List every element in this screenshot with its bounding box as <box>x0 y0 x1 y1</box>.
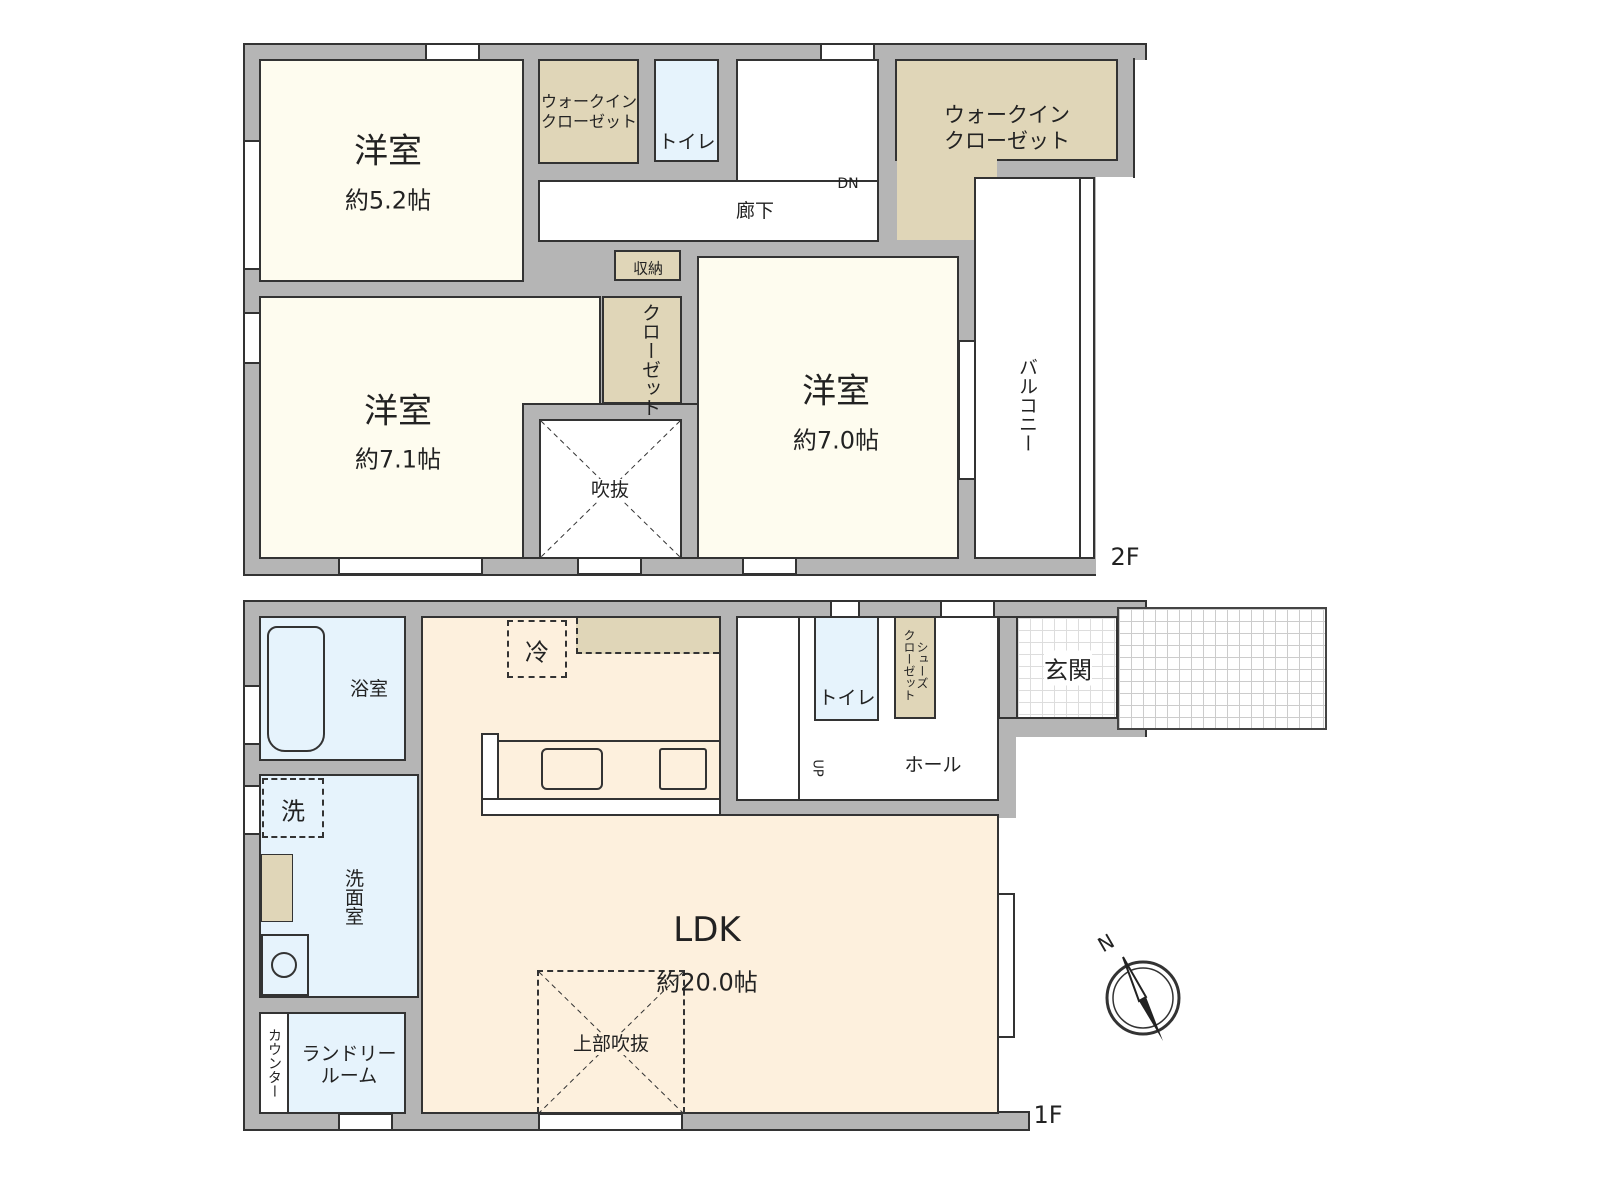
walkin-closet-small <box>538 59 639 164</box>
storage-label: 収納 <box>632 259 664 278</box>
room-name: 洋室 <box>354 131 422 172</box>
floor2-exterior-cut2 <box>1134 60 1154 180</box>
wall-segment <box>998 616 1018 719</box>
balcony-railing <box>1079 177 1095 559</box>
wall-line <box>1133 58 1135 178</box>
closet-label: クローゼット <box>639 303 661 417</box>
ldk-name: LDK <box>673 910 741 950</box>
storage <box>614 250 681 281</box>
ldk <box>421 814 999 1114</box>
room-size: 約5.2帖 <box>344 186 432 215</box>
floor2-exterior-cut <box>1096 177 1156 579</box>
room-size: 約7.0帖 <box>792 426 880 455</box>
balcony-label: バルコニー <box>1016 357 1038 453</box>
void-above-label: 上部吹抜 <box>572 1033 650 1055</box>
window <box>538 1113 683 1131</box>
entrance-label: 玄関 <box>1044 650 1092 686</box>
walkin-closet-label: ウォークイン クローゼット <box>540 92 638 131</box>
room-size: 約7.1帖 <box>354 445 442 474</box>
washer-label: 洗 <box>281 797 305 826</box>
washroom-label: 洗面室 <box>342 868 364 926</box>
stairs-2f <box>736 59 879 182</box>
stairs-direction: UP <box>809 759 825 777</box>
bathtub-icon <box>267 626 325 752</box>
toilet-label: トイレ <box>658 131 716 153</box>
window <box>243 312 261 364</box>
washroom <box>259 774 419 998</box>
ldk-size: 約20.0帖 <box>656 968 758 997</box>
hall-label: ホール <box>904 754 962 776</box>
laundry-label: ランドリー ルーム <box>301 1043 397 1087</box>
wall-segment <box>997 1111 1030 1131</box>
floor1-exterior-cut <box>1016 737 1156 1137</box>
floor-label-2f: 2F <box>1110 543 1140 571</box>
floor-label-1f: 1F <box>1033 1101 1063 1129</box>
window <box>243 685 261 745</box>
toilet-label: トイレ <box>818 687 876 709</box>
void-label: 吹抜 <box>590 479 630 501</box>
window <box>425 43 480 61</box>
sink-icon <box>261 934 309 996</box>
hallway-2f <box>538 180 879 242</box>
fridge-space <box>507 620 567 678</box>
cabinet <box>261 854 293 922</box>
compass-icon <box>1105 956 1181 1041</box>
counter-label: カウンター <box>266 1028 282 1098</box>
shoe-closet-label: シューズ クローゼット <box>902 629 929 701</box>
window <box>243 140 261 270</box>
room-name: 洋室 <box>802 371 870 412</box>
kitchen-counter <box>497 740 721 800</box>
stairs-1f <box>736 616 800 801</box>
window <box>830 600 860 618</box>
stove-icon <box>659 748 707 790</box>
window <box>997 893 1015 1038</box>
compass: N <box>1090 925 1190 1050</box>
washer-space <box>262 778 324 838</box>
entrance-porch <box>1117 607 1327 730</box>
shoe-closet <box>894 616 936 719</box>
entrance <box>1016 616 1118 719</box>
stairs-direction: DN <box>837 176 859 192</box>
window <box>577 557 642 575</box>
window <box>243 785 261 835</box>
window <box>338 1113 393 1131</box>
sink-icon <box>541 748 603 790</box>
room-name: 洋室 <box>364 391 432 432</box>
fridge-label: 冷 <box>525 638 549 667</box>
window <box>958 340 976 480</box>
cupboard <box>576 618 719 654</box>
void-cross-icon <box>541 421 680 557</box>
counter <box>259 1012 289 1114</box>
room-western-5-2 <box>259 59 524 282</box>
window <box>338 557 483 575</box>
window <box>742 557 797 575</box>
window <box>820 43 875 61</box>
walkin-closet-label: ウォークイン クローゼット <box>944 103 1070 153</box>
closet-2f <box>602 296 682 404</box>
bathroom-label: 浴室 <box>349 678 389 700</box>
hallway-label: 廊下 <box>735 200 775 222</box>
walkin-closet-large <box>895 59 1118 161</box>
window <box>940 600 995 618</box>
counter-edge <box>481 798 721 816</box>
bathroom <box>259 616 406 761</box>
